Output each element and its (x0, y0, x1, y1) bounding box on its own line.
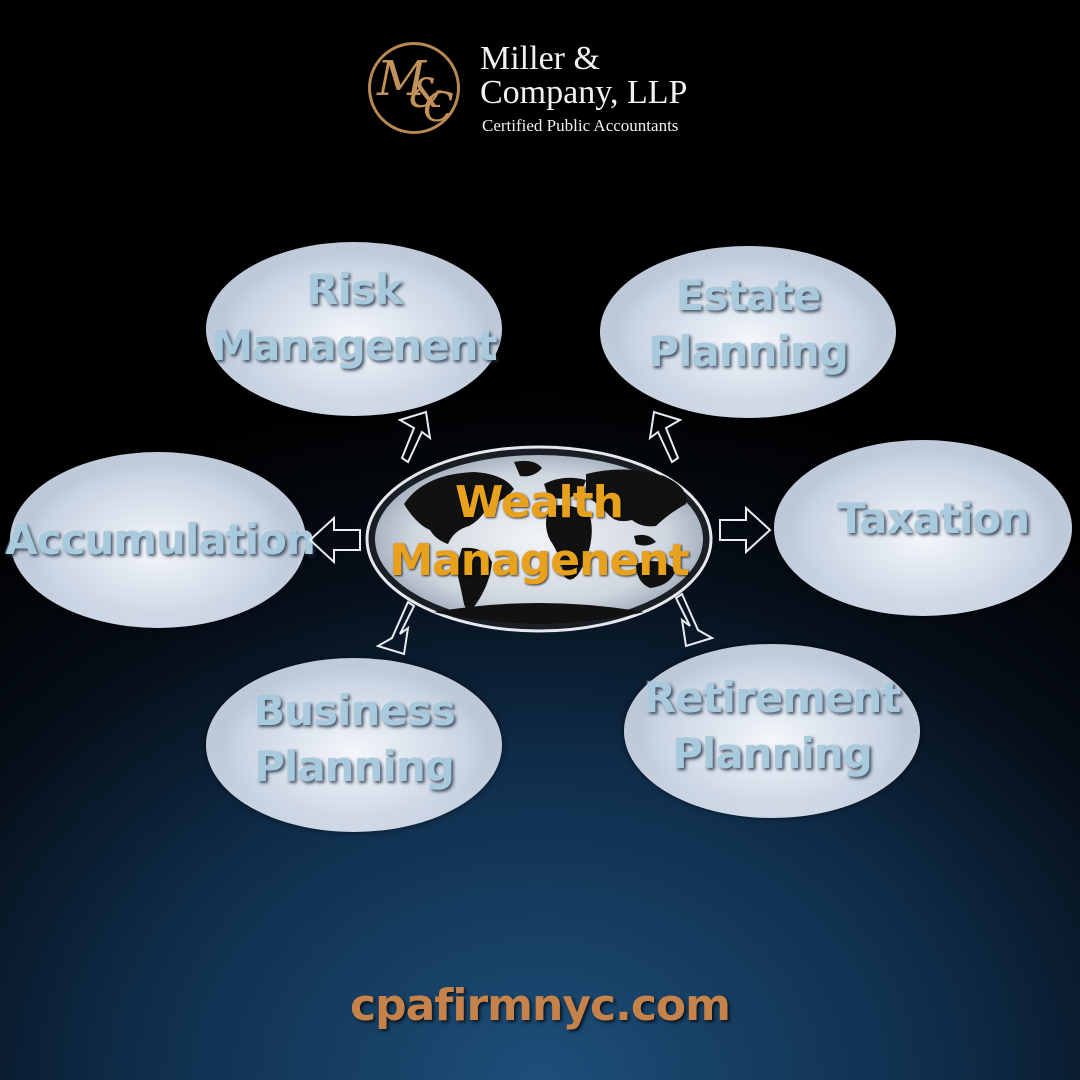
monogram-c: C (423, 85, 454, 131)
arrow-to-estate-planning (648, 410, 683, 464)
monogram-ampersand: & (409, 71, 445, 117)
world-map-continents (404, 460, 687, 624)
node-retirement-planning-label: Retirement Planning (643, 673, 902, 778)
website-url: cpafirmnyc.com (349, 980, 731, 1031)
node-taxation: Taxation (774, 440, 1072, 616)
monogram-m: M (377, 51, 427, 107)
arrow-to-accumulation (308, 515, 361, 565)
center-globe-node (365, 445, 713, 633)
node-business-planning-label: Business Planning (253, 686, 456, 791)
node-estate-planning: Estate Planning (600, 246, 896, 418)
monogram-seal: M & C (368, 42, 460, 134)
node-taxation-label: Taxation (836, 494, 1030, 543)
firm-tagline: Certified Public Accountants (482, 116, 679, 135)
node-business-planning: Business Planning (206, 658, 502, 832)
node-accumulation-label: Accumulation (5, 515, 316, 564)
node-estate-planning-label: Estate Planning (648, 271, 849, 376)
firm-logo: M & C Miller & Company, LLP Certified Pu… (366, 40, 726, 140)
node-risk-management-label: Risk Managenent (211, 265, 497, 370)
arrow-to-taxation (719, 505, 772, 555)
arrow-to-retirement-planning (674, 592, 715, 648)
node-risk-management: Risk Managenent (206, 242, 502, 416)
node-accumulation: Accumulation (5, 452, 316, 628)
arrow-to-business-planning (375, 600, 416, 656)
node-retirement-planning: Retirement Planning (624, 644, 920, 818)
center-label: Wealth Managenent (389, 477, 689, 586)
firm-name-line1: Miller & (480, 40, 600, 77)
firm-name-line2: Company, LLP (480, 74, 688, 111)
arrow-to-risk-management (397, 410, 432, 464)
